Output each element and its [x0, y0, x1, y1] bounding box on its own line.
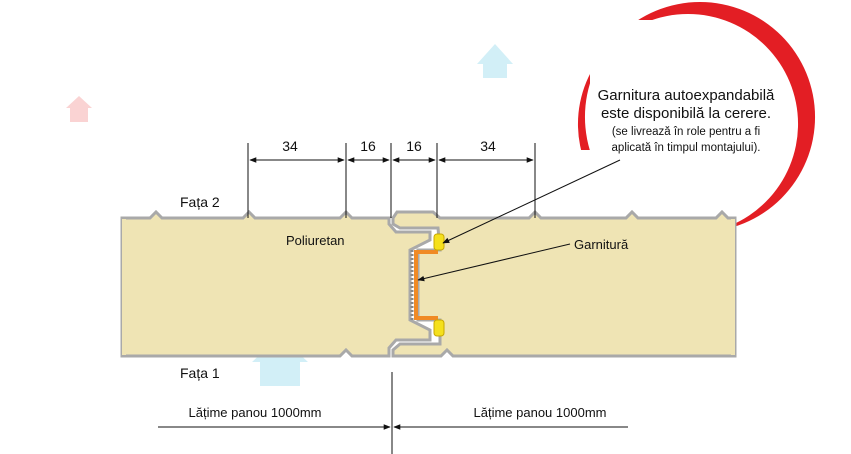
- face1-label: Fața 1: [180, 365, 220, 381]
- gasket: [414, 250, 438, 320]
- house-watermark-icon: [66, 44, 513, 386]
- note-line-2: este disponibilă la cerere.: [601, 105, 771, 122]
- panel-right: [391, 209, 737, 358]
- panel-left: [120, 209, 432, 358]
- expanding-gasket-bottom: [433, 319, 445, 337]
- face2-label: Fața 2: [180, 194, 220, 210]
- expanding-gasket-top: [433, 233, 445, 251]
- dimension-label: 16: [360, 138, 376, 154]
- dimension-label: 34: [480, 138, 496, 154]
- note-leader-arrow: [442, 159, 621, 244]
- dimension-label: 16: [406, 138, 422, 154]
- left-panel-width: Lățime panou 1000mm: [189, 405, 322, 420]
- right-panel-width: Lățime panou 1000mm: [474, 405, 607, 420]
- dimension-lines: [158, 143, 628, 454]
- note-line-3: (se livrează în role pentru a fi: [612, 126, 760, 138]
- note-line-1: Garnitura autoexpandabilă: [598, 87, 775, 104]
- gasket-leader-arrow: [417, 243, 571, 282]
- gasket-label: Garnitură: [574, 237, 629, 252]
- note-line-4: aplicată în timpul montajului).: [612, 142, 761, 154]
- dimension-label: 34: [282, 138, 298, 154]
- core-label: Poliuretan: [286, 233, 345, 248]
